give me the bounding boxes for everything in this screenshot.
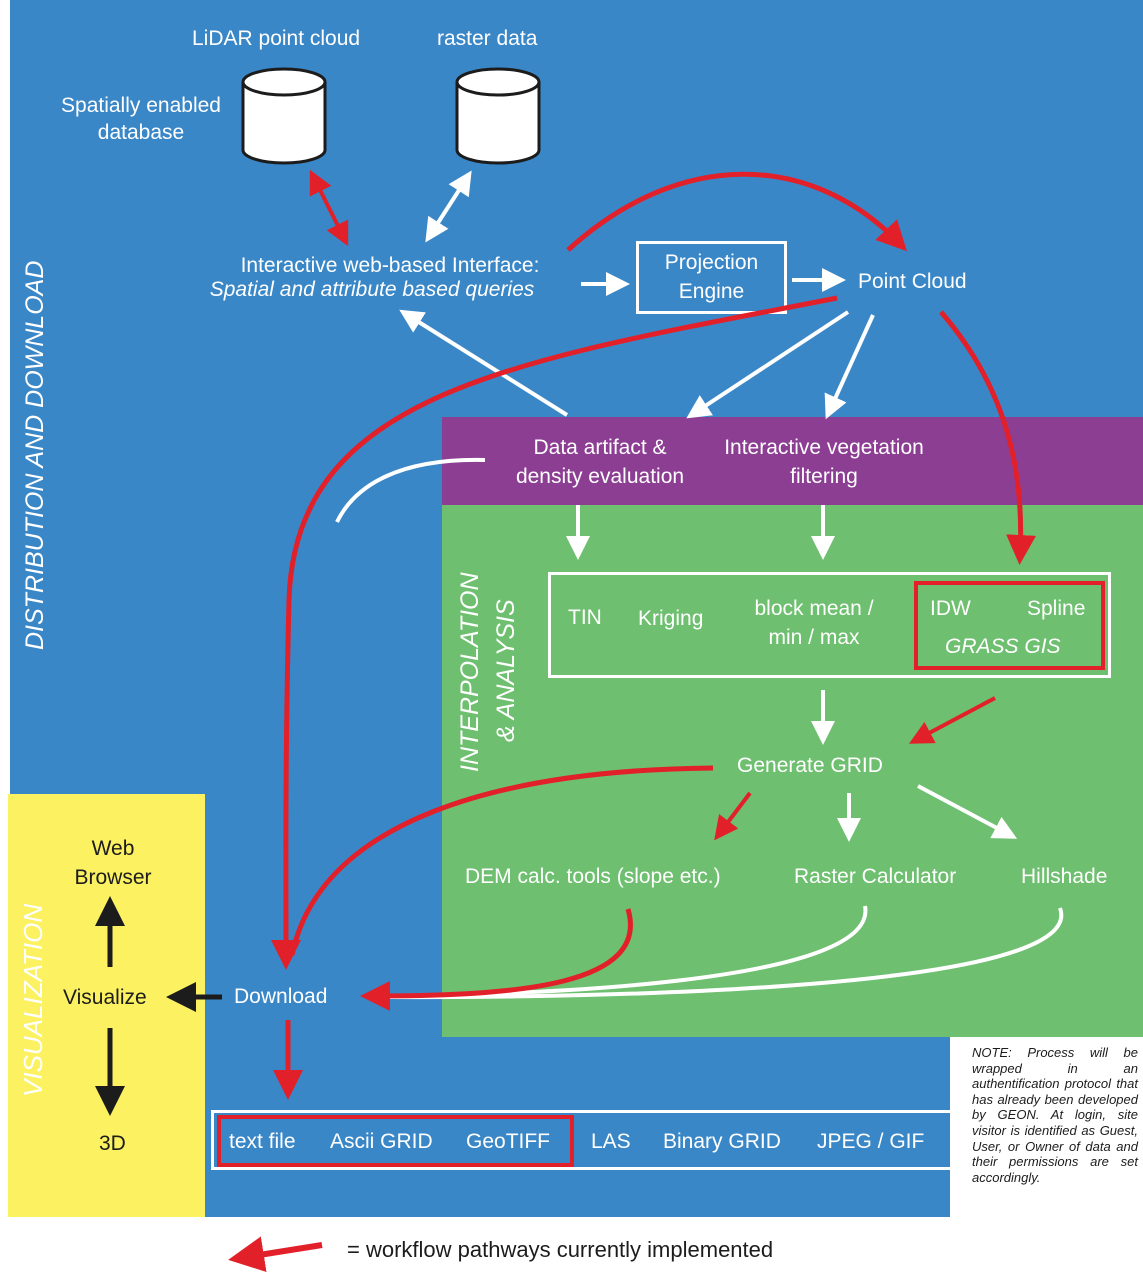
raster-database-icon	[455, 67, 541, 165]
interface-label-line1: Interactive web-based Interface:	[240, 254, 540, 277]
implemented-formats-highlight-box	[217, 1115, 574, 1167]
projection-engine-label-line1: Projection	[664, 251, 759, 274]
format-ascii-grid: Ascii GRID	[330, 1130, 433, 1153]
data-artifact-label-line1: Data artifact &	[533, 436, 667, 459]
method-block-line2: min / max	[768, 626, 860, 649]
lidar-point-cloud-label: LiDAR point cloud	[192, 27, 361, 50]
lidar-database-icon	[241, 67, 327, 165]
hillshade-label: Hillshade	[1021, 865, 1108, 888]
curve-hillshade-download	[383, 907, 1064, 1000]
projection-engine-label-line2: Engine	[678, 280, 745, 303]
format-geotiff: GeoTIFF	[466, 1130, 551, 1153]
arrow-pointcloud-artifact	[686, 310, 850, 419]
data-artifact-label-line2: density evaluation	[515, 465, 685, 488]
format-text-file: text file	[229, 1130, 296, 1153]
grass-gis-highlight-box	[914, 581, 1105, 670]
format-las: LAS	[591, 1130, 631, 1153]
method-spline: Spline	[1027, 597, 1086, 620]
format-binary-grid: Binary GRID	[663, 1130, 781, 1153]
grass-gis-label: GRASS GIS	[945, 635, 1061, 658]
vegetation-filtering-label-line1: Interactive vegetation	[724, 436, 924, 459]
format-jpeg-gif: JPEG / GIF	[817, 1130, 925, 1153]
arrow-grid-dem-red	[714, 791, 752, 841]
web-browser-label-line1: Web	[91, 837, 135, 860]
three-d-label: 3D	[99, 1132, 126, 1155]
generate-grid-label: Generate GRID	[737, 754, 883, 777]
visualize-label: Visualize	[63, 986, 147, 1009]
spatial-database-label-line2: database	[97, 121, 185, 144]
method-tin: TIN	[568, 606, 602, 629]
dem-calc-tools-label: DEM calc. tools (slope etc.)	[465, 865, 721, 888]
arrow-pointcloud-grass-red	[939, 310, 1037, 565]
arrow-artifact-interface	[399, 309, 569, 417]
output-formats-box	[211, 1110, 957, 1170]
method-block-line1: block mean /	[754, 597, 874, 620]
curve-artifact-download	[335, 457, 486, 523]
arrow-dem-download-red	[360, 908, 633, 1011]
raster-data-label: raster data	[437, 27, 538, 50]
interpolation-methods-box	[548, 572, 1111, 678]
arrow-grass-grid-red	[908, 696, 996, 744]
method-kriging: Kriging	[638, 607, 704, 630]
spatial-database-label-line1: Spatially enabled	[61, 94, 221, 117]
legend-arrow-icon	[228, 1236, 323, 1273]
interface-label-line2: Spatial and attribute based queries	[209, 278, 535, 301]
authentication-note: NOTE: Process will be wrapped in an auth…	[972, 1045, 1138, 1185]
arrow-lidar-interface	[309, 169, 349, 247]
arrow-grid-download-red	[289, 765, 714, 956]
download-label: Download	[234, 985, 328, 1008]
curve-raster-download	[383, 905, 868, 998]
arrow-raster-interface	[425, 170, 472, 243]
evaluation-region	[442, 417, 1143, 505]
method-idw: IDW	[930, 597, 971, 620]
arrow-pointcloud-vegetation	[824, 314, 875, 420]
vegetation-filtering-label-line2: filtering	[790, 465, 858, 488]
arrow-pointcloud-download-red	[270, 295, 838, 970]
note-region	[950, 1037, 1143, 1274]
arrow-grid-hillshade	[917, 784, 1018, 839]
raster-calculator-label: Raster Calculator	[794, 865, 957, 888]
arrow-interface-pointcloud-red	[566, 171, 907, 252]
projection-engine-box	[636, 241, 787, 314]
legend-label: = workflow pathways currently implemente…	[347, 1237, 774, 1262]
point-cloud-label: Point Cloud	[858, 270, 967, 293]
web-browser-label-line2: Browser	[74, 866, 152, 889]
